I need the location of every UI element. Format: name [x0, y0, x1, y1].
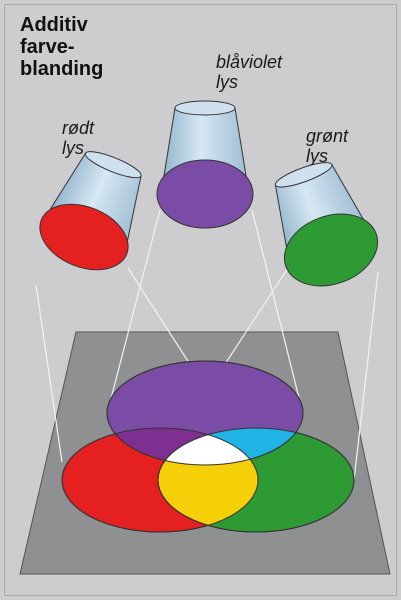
beam-line-violet-right: [251, 209, 303, 411]
red-lamp-icon: [39, 151, 142, 271]
label-red-light: rødt lys: [62, 118, 94, 158]
label-violet-line-2: lys: [216, 72, 238, 92]
label-green-line-2: lys: [306, 146, 328, 166]
red-lamp-lens: [39, 203, 129, 271]
violet-lamp-lens: [156, 159, 254, 229]
label-red-line-2: lys: [62, 138, 84, 158]
label-red-line-1: rødt: [62, 118, 95, 138]
green-spot-outline: [157, 427, 355, 533]
label-violet-line-1: blåviolet: [216, 52, 283, 72]
beam-line-violet-left: [107, 209, 161, 411]
green-lamp-lens: [283, 213, 379, 287]
green-lamp-icon: [274, 162, 379, 287]
title-line-1: Additiv: [20, 14, 88, 36]
beam-line-green-right: [353, 271, 379, 481]
label-green-line-1: grønt: [306, 126, 349, 146]
red-spot-outline: [61, 427, 259, 533]
label-green-light: grønt lys: [306, 126, 348, 166]
label-violet-light: blåviolet lys: [216, 52, 282, 92]
violet-lamp-icon: [156, 100, 254, 229]
violet-spot-outline: [106, 360, 304, 466]
title-line-3: blanding: [20, 58, 104, 80]
beam-line-red-left: [35, 284, 63, 463]
title-line-2: farve-: [20, 36, 75, 58]
title: Additiv farve- blanding: [20, 14, 103, 80]
